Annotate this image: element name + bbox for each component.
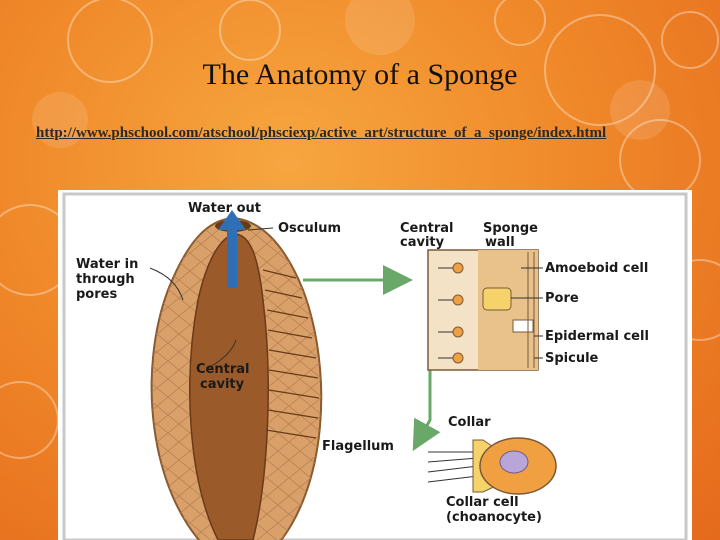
label-central-cavity-2: cavity: [200, 377, 245, 392]
label-amoeboid-cell: Amoeboid cell: [545, 261, 648, 276]
label-epidermal-cell: Epidermal cell: [545, 329, 649, 344]
label-inset-central-1: Central: [400, 221, 453, 236]
label-water-in-1: Water in: [76, 257, 138, 272]
label-pore: Pore: [545, 291, 579, 306]
label-water-out: Water out: [188, 201, 261, 216]
label-water-in-2: through: [76, 272, 135, 287]
label-flagellum: Flagellum: [322, 439, 394, 454]
sponge-diagram: Water out Osculum Water in through pores…: [58, 190, 692, 540]
sponge-diagram-svg: Water out Osculum Water in through pores…: [62, 192, 688, 540]
label-central-cavity-1: Central: [196, 362, 249, 377]
label-water-in-3: pores: [76, 287, 117, 302]
label-osculum: Osculum: [278, 221, 341, 236]
source-link[interactable]: http://www.phschool.com/atschool/phsciex…: [36, 125, 607, 141]
slide-title: The Anatomy of a Sponge: [202, 58, 518, 91]
label-inset-central-2: cavity: [400, 235, 445, 250]
water-out-arrow: [218, 210, 246, 288]
label-spicule: Spicule: [545, 351, 599, 366]
label-collar-cell-1: Collar cell: [446, 495, 519, 510]
label-collar: Collar: [448, 415, 491, 430]
label-sponge-wall-2: wall: [485, 235, 515, 250]
label-sponge-wall-1: Sponge: [483, 221, 538, 236]
sponge-wall-inset: [427, 249, 539, 371]
zoom-arrows: [303, 265, 441, 452]
label-collar-cell-2: (choanocyte): [446, 510, 542, 525]
collar-cell: [427, 437, 557, 495]
sponge-body: [150, 216, 323, 540]
